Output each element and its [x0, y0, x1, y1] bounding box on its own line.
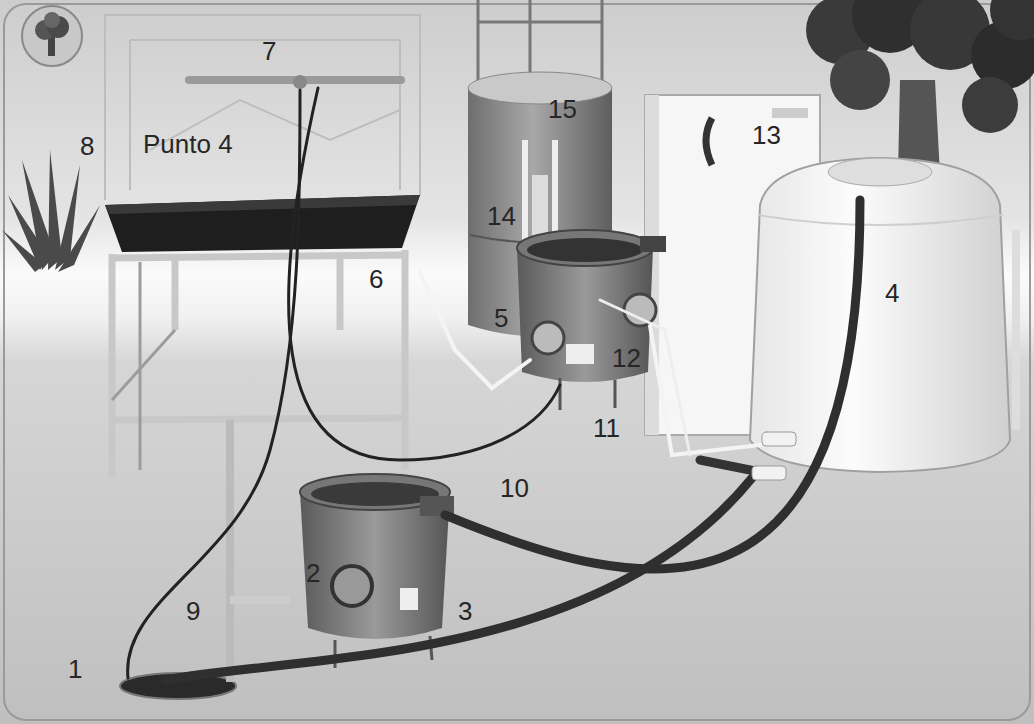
callout-number: 6: [369, 266, 383, 292]
hoses: [128, 88, 860, 680]
grow-table: [105, 15, 420, 476]
pit: [120, 420, 290, 699]
tree: [806, 0, 1034, 175]
callout-number: 4: [885, 280, 899, 306]
callout-number: 10: [500, 475, 529, 501]
callout-number: 9: [186, 598, 200, 624]
logo: [22, 6, 82, 66]
callout-number: 13: [752, 122, 781, 148]
callout-number: 11: [593, 415, 620, 441]
callout-number: 8: [80, 133, 94, 159]
callout-number: Punto 4: [143, 131, 233, 157]
callout-number: 14: [487, 203, 516, 229]
callout-number: 12: [612, 345, 641, 371]
plant: [2, 150, 100, 272]
callout-number: 2: [306, 560, 320, 586]
sump-bucket: [300, 474, 454, 668]
callout-number: 1: [68, 656, 82, 682]
water-tank: [750, 158, 1020, 472]
frame: [4, 4, 1030, 720]
callout-number: 15: [548, 96, 577, 122]
callout-number: 7: [262, 38, 276, 64]
callout-number: 3: [458, 598, 472, 624]
callout-number: 5: [494, 305, 508, 331]
